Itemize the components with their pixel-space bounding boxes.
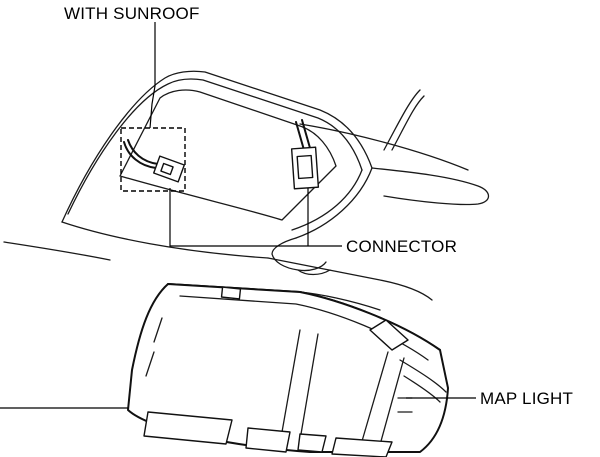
- sunroof-detail-box: [120, 127, 186, 192]
- label-map-light: MAP LIGHT: [480, 389, 573, 408]
- sunroof-wiring: [123, 139, 185, 183]
- map-light-unit: [127, 283, 449, 457]
- headliner-outline: [3, 70, 490, 311]
- harness-connector: [290, 119, 320, 190]
- leader-lines: [0, 22, 476, 409]
- label-connector: CONNECTOR: [346, 237, 457, 256]
- label-with-sunroof: WITH SUNROOF: [64, 4, 200, 23]
